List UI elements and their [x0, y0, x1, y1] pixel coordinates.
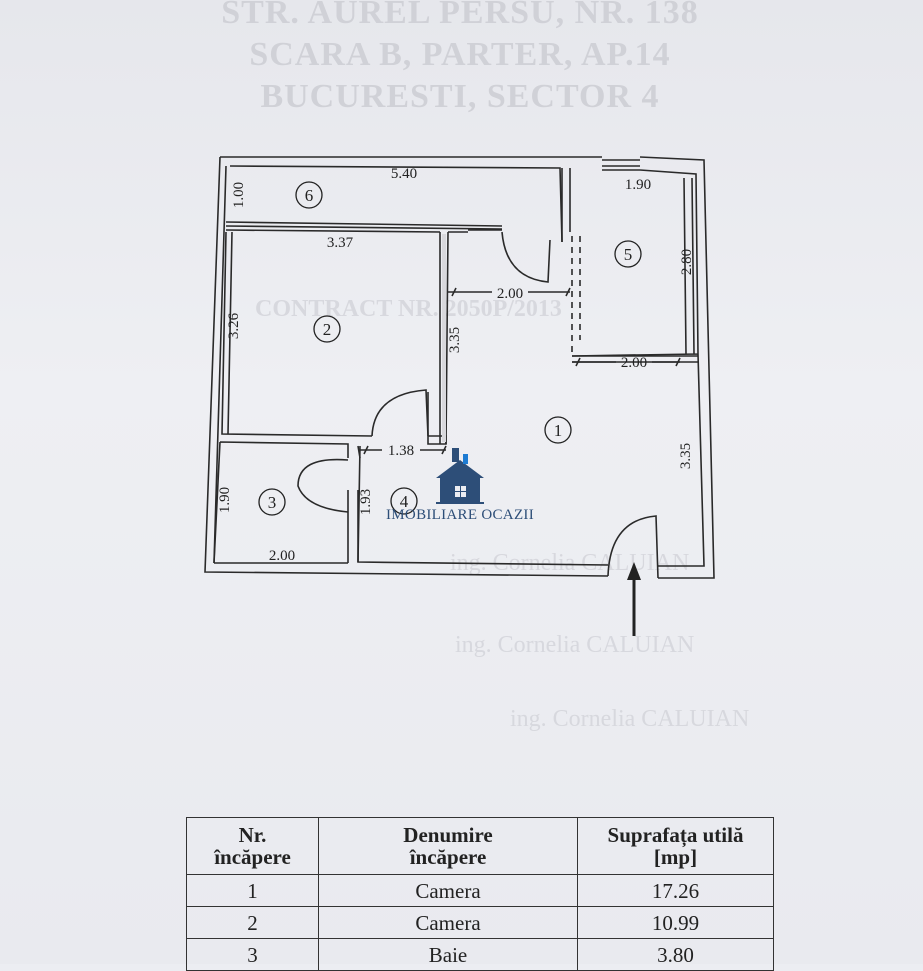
- room-number-5: 5: [624, 245, 633, 264]
- ghost-signature-3: ing. Cornelia CALUIAN: [510, 706, 750, 732]
- dim-room4-length: 1.93: [358, 489, 374, 515]
- ghost-signature-2: ing. Cornelia CALUIAN: [455, 632, 695, 658]
- header-line: [mp]: [653, 845, 698, 869]
- dim-room3-width: 2.00: [269, 548, 295, 564]
- wall-room-3: [213, 441, 361, 564]
- wall-6-2: [225, 221, 503, 233]
- room-number-6: 6: [305, 186, 314, 205]
- room-marker-6: [295, 181, 323, 209]
- table-row: 3 Baie 3.80: [186, 938, 774, 971]
- dim-hall-width: 2.00: [497, 286, 523, 302]
- dim-room6-width: 1.00: [231, 182, 247, 208]
- address-line-3: BUCURESTI, SECTOR 4: [260, 78, 660, 115]
- room-marker-1: [544, 416, 572, 444]
- house-icon: [436, 448, 484, 504]
- dim-room5-width: 1.90: [625, 177, 651, 193]
- dim-room2-width: 3.26: [226, 312, 242, 339]
- table-header-row: Nr. încăpere Denumire încăpere Suprafața…: [186, 817, 774, 875]
- room-marker-2: [313, 315, 341, 343]
- header-room-area: Suprafața utilă [mp]: [577, 817, 774, 875]
- cell-area: 17.26: [577, 874, 774, 907]
- header-room-number: Nr. încăpere: [186, 817, 319, 875]
- cell-name: Baie: [318, 938, 578, 971]
- room-number-3: 3: [268, 493, 277, 512]
- wall-room-5-right: [683, 177, 695, 355]
- header-line: încăpere: [214, 845, 291, 869]
- room-number-4: 4: [400, 492, 409, 511]
- header-line: încăpere: [409, 845, 487, 869]
- cell-area: 10.99: [577, 906, 774, 939]
- address-line-1: STR. AUREL PERSU, NR. 138: [221, 0, 699, 31]
- cell-nr: 2: [186, 906, 319, 939]
- room-marker-4: [390, 487, 418, 515]
- door-room-3: [297, 458, 349, 513]
- window-top: [602, 159, 640, 171]
- room-area-table: Nr. încăpere Denumire încăpere Suprafața…: [186, 817, 774, 971]
- dim-ticks: [363, 287, 681, 455]
- dim-room1-right: 3.35: [678, 443, 694, 469]
- wall-fill-hall: [442, 234, 446, 442]
- wall-room-2: [221, 231, 447, 445]
- dim-room5-length: 2.80: [679, 249, 695, 275]
- header-line: Suprafața utilă: [607, 823, 744, 847]
- door-room-2: [371, 389, 429, 437]
- dim-room5-bottom: 2.00: [621, 355, 647, 371]
- ghost-contract-text: CONTRACT NR. 2050P/2013: [255, 296, 562, 322]
- door-entrance: [607, 515, 659, 579]
- imobiliare-ocazii-logo: IMOBILIARE OCAZII: [372, 446, 548, 526]
- faded-address-header: STR. AUREL PERSU, NR. 138 SCARA B, PARTE…: [150, 0, 770, 118]
- wall-hall-top: [439, 229, 502, 445]
- cell-nr: 3: [186, 938, 319, 971]
- header-room-name: Denumire încăpere: [318, 817, 578, 875]
- cell-area: 3.80: [577, 938, 774, 971]
- dim-room6-length: 5.40: [391, 166, 417, 182]
- wall-room-5-dashed: [571, 236, 581, 356]
- up-arrow-icon: [627, 562, 641, 636]
- header-line: Nr.: [238, 823, 267, 847]
- dim-room2-length: 3.37: [327, 235, 354, 251]
- dim-room4-width: 1.38: [388, 443, 414, 459]
- room-marker-3: [258, 488, 286, 516]
- dim-room3-height: 1.90: [217, 487, 233, 513]
- cell-name: Camera: [318, 874, 578, 907]
- cell-nr: 1: [186, 874, 319, 907]
- table-row: 2 Camera 10.99: [186, 906, 774, 939]
- wall-room-5-left: [561, 168, 571, 242]
- header-line: Denumire: [403, 823, 493, 847]
- door-room-6: [501, 231, 551, 283]
- outer-wall-outer: [204, 156, 715, 579]
- room-number-1: 1: [554, 421, 563, 440]
- table-row: 1 Camera 17.26: [186, 874, 774, 907]
- room-number-2: 2: [323, 320, 332, 339]
- dim-room1-wall: 3.35: [447, 327, 463, 353]
- room-marker-5: [614, 240, 642, 268]
- address-line-2: SCARA B, PARTER, AP.14: [249, 36, 671, 73]
- logo-text: IMOBILIARE OCAZII: [386, 507, 534, 523]
- cell-name: Camera: [318, 906, 578, 939]
